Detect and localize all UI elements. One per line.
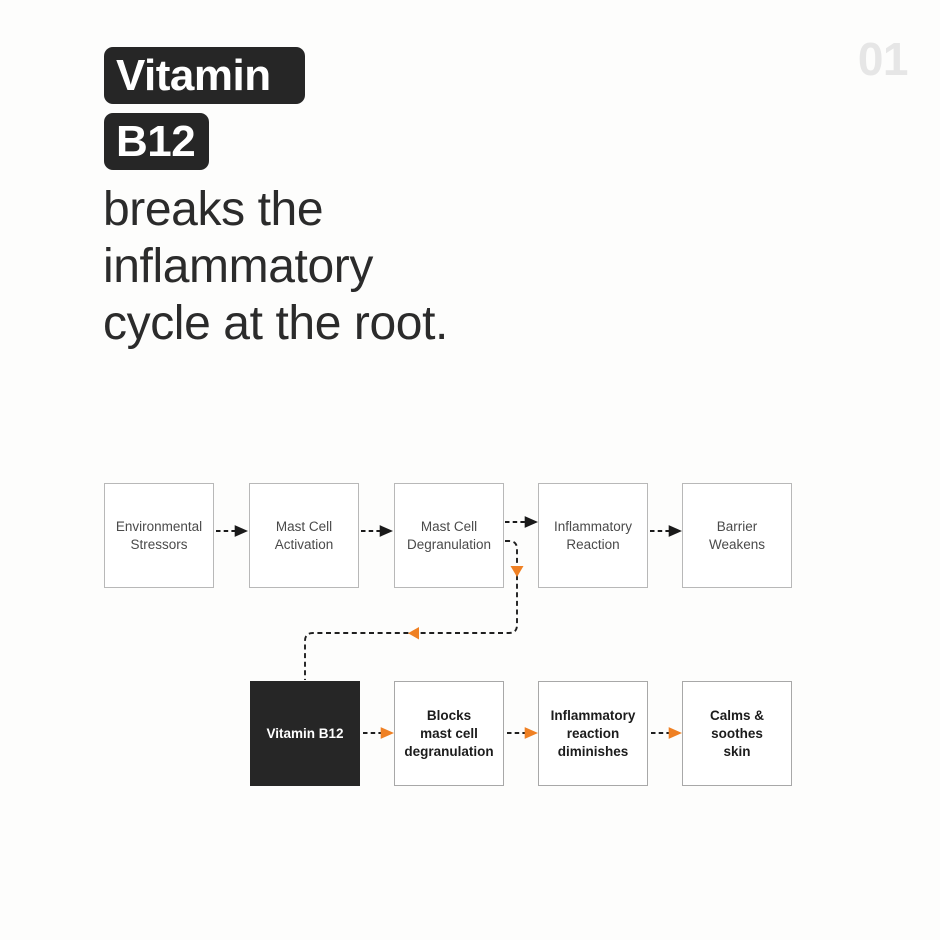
flow-node-environmental-stressors-label: Environmental Stressors xyxy=(115,518,203,552)
flow-node-inflammatory-reaction-label: Inflammatory Reaction xyxy=(553,518,633,552)
flow-node-reaction-diminishes-label: Inflammatory reaction diminishes xyxy=(550,707,636,759)
flow-node-calms-soothes-skin[interactable]: Calms & soothes skin xyxy=(682,681,792,786)
flow-node-calms-soothes-skin-label: Calms & soothes skin xyxy=(709,707,765,759)
flow-node-vitamin-b12-label: Vitamin B12 xyxy=(266,726,344,741)
flow-node-inflammatory-reaction[interactable]: Inflammatory Reaction xyxy=(538,483,648,588)
flow-node-reaction-diminishes[interactable]: Inflammatory reaction diminishes xyxy=(538,681,648,786)
title-badge-vitamin-label: Vitamin xyxy=(116,50,271,100)
headline-line-1: breaks the xyxy=(103,183,324,236)
title-badge-vitamin: Vitamin xyxy=(104,47,305,104)
flow-node-mast-cell-degranulation-label: Mast Cell Degranulation xyxy=(406,518,492,552)
flow-node-blocks-degranulation-label: Blocks mast cell degranulation xyxy=(404,707,494,759)
title-badge-b12-label: B12 xyxy=(116,116,196,166)
flow-node-mast-cell-activation[interactable]: Mast Cell Activation xyxy=(249,483,359,588)
flow-node-mast-cell-activation-label: Mast Cell Activation xyxy=(274,518,334,552)
feedback-down-arrowhead-icon xyxy=(510,566,524,577)
headline-line-2: inflammatory xyxy=(103,240,373,293)
flow-node-mast-cell-degranulation[interactable]: Mast Cell Degranulation xyxy=(394,483,504,588)
flow-node-blocks-degranulation[interactable]: Blocks mast cell degranulation xyxy=(394,681,504,786)
headline-line-3: cycle at the root. xyxy=(103,297,448,350)
title-badge-b12: B12 xyxy=(104,113,209,170)
headline: breaks the inflammatory cycle at the roo… xyxy=(103,181,663,352)
flow-node-environmental-stressors[interactable]: Environmental Stressors xyxy=(104,483,214,588)
feedback-left-arrowhead-icon xyxy=(408,627,419,640)
flow-node-barrier-weakens-label: Barrier Weakens xyxy=(708,518,766,552)
flow-node-vitamin-b12[interactable]: Vitamin B12 xyxy=(250,681,360,786)
flow-node-barrier-weakens[interactable]: Barrier Weakens xyxy=(682,483,792,588)
page-number: 01 xyxy=(857,33,909,85)
